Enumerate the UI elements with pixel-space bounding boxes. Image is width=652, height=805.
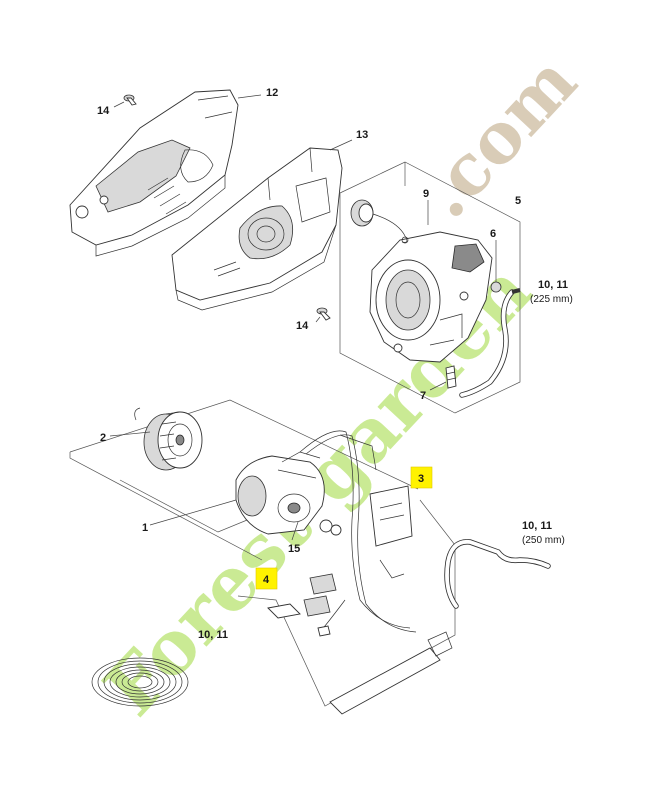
- module-part-3: [369, 485, 413, 547]
- hose-250mm: [444, 539, 551, 609]
- callout-9: 9: [423, 188, 429, 200]
- callout-6: 6: [490, 228, 496, 240]
- callout-14-top: 14: [97, 105, 110, 117]
- callout-5: 5: [515, 195, 521, 207]
- callout-4: 4: [263, 574, 270, 586]
- callout-2: 2: [100, 432, 106, 444]
- callout-1: 1: [142, 522, 148, 534]
- watermark-suffix: .com: [404, 40, 593, 234]
- callout-15: 15: [288, 543, 300, 555]
- callout-10-11-b: 10, 11: [522, 520, 552, 532]
- bottom-cover-part-13: [171, 147, 343, 311]
- callout-4-highlight: [255, 567, 278, 590]
- handle-tube: [329, 631, 453, 715]
- callout-10-11-a: 10, 11: [538, 279, 568, 291]
- switch-part-4: [267, 573, 337, 637]
- callout-12: 12: [266, 87, 278, 99]
- screw-part-14-top: [123, 94, 137, 106]
- callout-labels: 14 12 13 9 5 6 10, 11 (225 mm) 14 7 2 1 …: [97, 87, 573, 641]
- callout-3: 3: [418, 473, 424, 485]
- top-cover-part-12: [69, 89, 239, 257]
- housing-part-5: [369, 231, 493, 363]
- callout-14-mid: 14: [296, 320, 309, 332]
- hose-225mm: [459, 288, 521, 398]
- fan-part-2: [134, 407, 203, 471]
- callout-225mm: (225 mm): [530, 294, 573, 305]
- callout-3-highlight: [410, 466, 433, 489]
- callout-13: 13: [356, 129, 368, 141]
- motor-part-1: [235, 451, 342, 536]
- valve-part-7: [445, 365, 457, 389]
- hose-coil: [91, 657, 189, 707]
- screw-part-14-mid: [316, 307, 331, 321]
- callout-10-11-c: 10, 11: [198, 629, 228, 641]
- callout-250mm: (250 mm): [522, 535, 565, 546]
- plug-part-6: [490, 281, 502, 293]
- leader-lines: [109, 94, 497, 541]
- callout-7: 7: [420, 390, 426, 402]
- filler-cap-part-9: [350, 199, 409, 244]
